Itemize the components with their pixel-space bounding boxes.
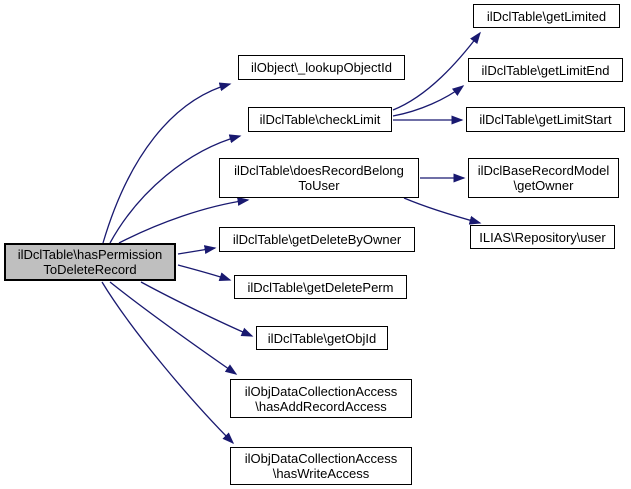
node-has-add-record-access[interactable]: ilObjDataCollectionAccess \hasAddRecordA… — [230, 379, 412, 418]
node-get-obj-id[interactable]: ilDclTable\getObjId — [256, 326, 388, 350]
edge-does-record-belong-to-user-node — [403, 197, 482, 225]
edge-main-to-get-delete-by-owner — [177, 245, 217, 255]
node-repository-user[interactable]: ILIAS\Repository\user — [470, 225, 615, 249]
node-get-limit-end[interactable]: ilDclTable\getLimitEnd — [468, 58, 623, 82]
node-get-owner[interactable]: ilDclBaseRecordModel \getOwner — [468, 158, 619, 198]
edge-check-limit-to-get-limit-end — [392, 85, 465, 117]
edge-main-to-lookup-object-id — [102, 82, 232, 244]
edge-main-to-has-add-record-access — [109, 281, 238, 375]
node-get-delete-by-owner[interactable]: ilDclTable\getDeleteByOwner — [219, 227, 415, 252]
node-get-delete-perm[interactable]: ilDclTable\getDeletePerm — [234, 275, 407, 299]
node-get-limited[interactable]: ilDclTable\getLimited — [473, 4, 620, 28]
node-does-record-belong-to-user[interactable]: ilDclTable\doesRecordBelong ToUser — [219, 158, 419, 198]
edge-main-to-get-delete-perm — [177, 264, 232, 281]
edge-main-to-has-write-access — [101, 281, 235, 445]
edge-main-to-does-record-belong-to-user — [118, 196, 250, 244]
node-get-limit-start[interactable]: ilDclTable\getLimitStart — [466, 107, 625, 132]
node-check-limit[interactable]: ilDclTable\checkLimit — [248, 107, 392, 132]
edge-check-limit-to-get-limited — [392, 31, 481, 111]
edge-main-to-get-obj-id — [140, 281, 254, 337]
node-lookup-object-id[interactable]: ilObject\_lookupObjectId — [238, 55, 405, 80]
node-has-write-access[interactable]: ilObjDataCollectionAccess \hasWriteAcces… — [230, 447, 412, 485]
node-has-permission-to-delete-record[interactable]: ilDclTable\hasPermission ToDeleteRecord — [4, 243, 176, 281]
edge-main-to-check-limit — [109, 134, 242, 244]
